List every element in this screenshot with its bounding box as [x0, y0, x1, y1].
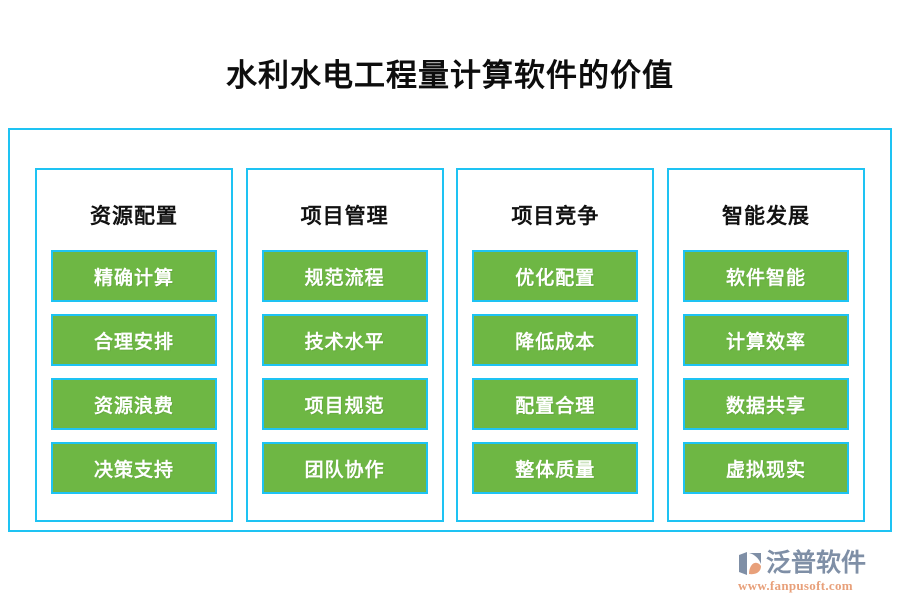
logo-url: www.fanpusoft.com: [738, 578, 853, 593]
logo-name: 泛普软件: [766, 549, 867, 577]
item-box[interactable]: 决策支持: [51, 442, 217, 494]
item-list: 规范流程 技术水平 项目规范 团队协作: [261, 250, 428, 494]
item-box[interactable]: 团队协作: [261, 442, 428, 494]
item-box[interactable]: 计算效率: [682, 314, 849, 366]
item-box[interactable]: 精确计算: [51, 250, 217, 302]
item-box[interactable]: 规范流程: [261, 250, 428, 302]
item-box[interactable]: 资源浪费: [51, 378, 217, 430]
column-header: 项目竞争: [511, 204, 600, 228]
item-box[interactable]: 虚拟现实: [682, 442, 849, 494]
item-list: 精确计算 合理安排 资源浪费 决策支持: [51, 250, 217, 494]
column-card-project-competition: 项目竞争 优化配置 降低成本 配置合理 整体质量: [456, 168, 655, 522]
column-card-project-management: 项目管理 规范流程 技术水平 项目规范 团队协作: [245, 168, 444, 522]
item-box[interactable]: 技术水平: [261, 314, 428, 366]
item-list: 优化配置 降低成本 配置合理 整体质量: [472, 250, 639, 494]
columns-row: 资源配置 精确计算 合理安排 资源浪费 决策支持 项目管理 规范流程 技术水平 …: [10, 130, 890, 530]
item-box[interactable]: 软件智能: [682, 250, 849, 302]
item-box[interactable]: 项目规范: [261, 378, 428, 430]
fanpu-logo-icon: [736, 550, 763, 577]
column-card-intelligent-development: 智能发展 软件智能 计算效率 数据共享 虚拟现实: [666, 168, 865, 522]
infographic-frame: 资源配置 精确计算 合理安排 资源浪费 决策支持 项目管理 规范流程 技术水平 …: [8, 128, 892, 532]
item-box[interactable]: 合理安排: [51, 314, 217, 366]
column-header: 智能发展: [721, 204, 810, 228]
item-box[interactable]: 优化配置: [472, 250, 639, 302]
logo-watermark: 泛普软件 www.fanpusoft.com: [736, 536, 886, 594]
column-card-resource-allocation: 资源配置 精确计算 合理安排 资源浪费 决策支持: [35, 168, 233, 522]
logo-row: 泛普软件: [736, 550, 866, 577]
item-box[interactable]: 数据共享: [682, 378, 849, 430]
column-header: 项目管理: [300, 204, 389, 228]
page-title: 水利水电工程量计算软件的价值: [226, 58, 674, 93]
item-list: 软件智能 计算效率 数据共享 虚拟现实: [682, 250, 849, 494]
column-header: 资源配置: [90, 204, 178, 228]
item-box[interactable]: 配置合理: [472, 378, 639, 430]
item-box[interactable]: 整体质量: [472, 442, 639, 494]
item-box[interactable]: 降低成本: [472, 314, 639, 366]
